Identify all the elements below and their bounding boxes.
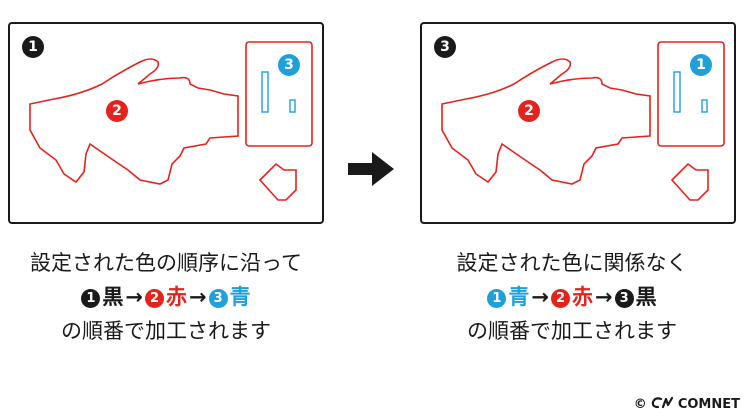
caption-line3: の順番で加工されます bbox=[61, 319, 271, 343]
seq-dot: 3 bbox=[208, 289, 228, 308]
comnet-logo-icon bbox=[651, 396, 678, 412]
seq-dot: 1 bbox=[487, 289, 507, 308]
panel-right-shapes bbox=[441, 41, 725, 201]
blue-short-bar bbox=[289, 99, 296, 113]
right-arrow-icon bbox=[348, 152, 394, 186]
blue-short-bar bbox=[701, 99, 708, 113]
box-badge: 3 bbox=[278, 54, 300, 76]
seq-label: 黒 bbox=[635, 285, 657, 309]
copyright-symbol: © bbox=[633, 397, 647, 412]
seq-label: 赤 bbox=[572, 285, 593, 309]
seq-dot: 3 bbox=[614, 289, 634, 308]
red-diamond-outline bbox=[670, 162, 709, 201]
red-region-outline bbox=[441, 58, 651, 185]
copyright-brand: COMNET bbox=[677, 397, 740, 412]
seq-arrow: → bbox=[189, 285, 207, 309]
seq-label: 赤 bbox=[166, 285, 187, 309]
copyright-notice: © COMNET bbox=[633, 396, 740, 412]
caption-line1: 設定された色に関係なく bbox=[456, 251, 688, 275]
seq-label: 青 bbox=[508, 285, 530, 309]
seq-arrow: → bbox=[595, 285, 613, 309]
seq-dot: 2 bbox=[551, 289, 570, 308]
red-diamond-outline bbox=[258, 162, 297, 201]
seq-dot: 2 bbox=[145, 289, 164, 308]
panel-fixed-order: 3 2 1 bbox=[420, 22, 736, 224]
region-badge: 2 bbox=[106, 100, 128, 122]
red-box-outline bbox=[245, 41, 313, 147]
box-badge: 1 bbox=[690, 54, 712, 76]
red-box-outline bbox=[657, 41, 725, 147]
seq-arrow: → bbox=[125, 285, 143, 309]
panel-color-order: 1 2 3 bbox=[8, 22, 324, 224]
seq-dot: 1 bbox=[81, 289, 101, 308]
order-badge: 1 bbox=[22, 36, 44, 58]
blue-tall-bar bbox=[673, 71, 681, 113]
seq-label: 青 bbox=[229, 285, 251, 309]
red-region-outline bbox=[29, 58, 239, 185]
panel-left-shapes bbox=[29, 41, 313, 201]
order-badge: 3 bbox=[434, 36, 456, 58]
seq-arrow: → bbox=[531, 285, 549, 309]
caption-line1: 設定された色の順序に沿って bbox=[30, 251, 302, 275]
blue-tall-bar bbox=[261, 71, 269, 113]
caption-line3: の順番で加工されます bbox=[467, 319, 677, 343]
region-badge: 2 bbox=[518, 100, 540, 122]
seq-label: 黒 bbox=[102, 285, 124, 309]
